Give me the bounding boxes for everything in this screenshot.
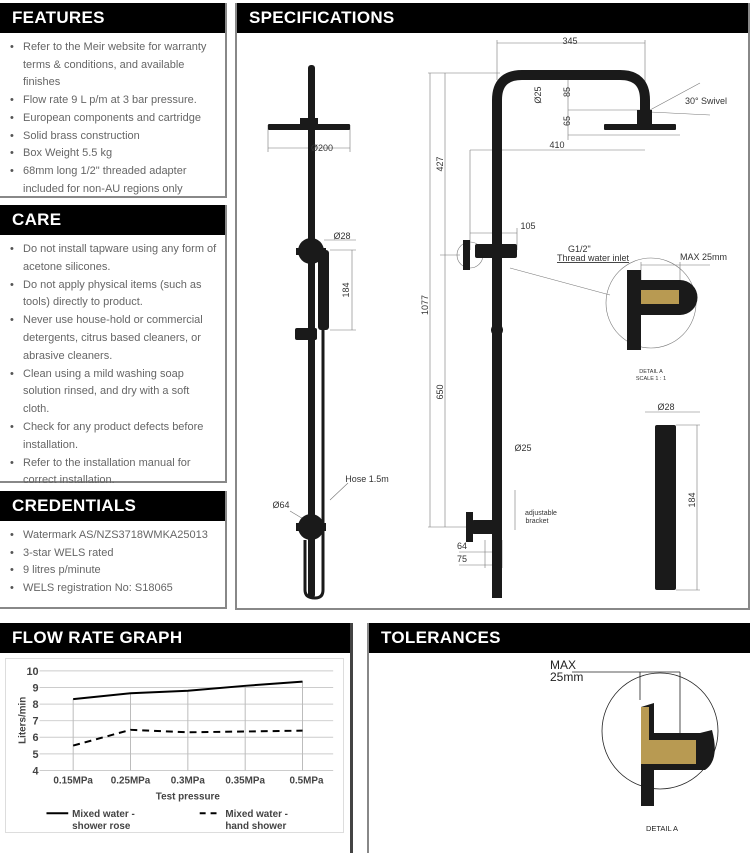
tolerances-panel: TOLERANCES: [367, 623, 750, 853]
handshower-diameter: Ø28: [657, 402, 674, 412]
x-tick-label: 0.3MPa: [171, 776, 206, 787]
credentials-list: Watermark AS/NZS3718WMKA250133-star WELS…: [0, 521, 225, 598]
specifications-panel: SPECIFICATIONS: [235, 3, 750, 610]
y-tick-label: 9: [33, 682, 39, 694]
features-item: 68mm long 1/2" threaded adapter included…: [10, 163, 217, 198]
care-item: Do not apply physical items (such as too…: [10, 277, 217, 313]
features-item: Flow rate 9 L p/m at 3 bar pressure.: [10, 92, 217, 110]
dim-410: 410: [549, 140, 564, 150]
y-tick-label: 8: [33, 699, 39, 711]
features-item: Box Weight 5.5 kg: [10, 145, 217, 163]
legend-label: Mixed water -: [225, 809, 288, 820]
y-tick-label: 5: [33, 749, 39, 761]
detail-a-label: DETAIL A: [639, 369, 663, 375]
dim-64-diameter: Ø64: [272, 500, 289, 510]
x-tick-label: 0.5MPa: [289, 776, 324, 787]
series-line-hand-shower: [72, 728, 303, 747]
flow-rate-chart: 4 5 6 7 8 9 10 0.15MPa 0.25MPa 0.3MPa 0.35MPa 0.5MP…: [5, 658, 344, 833]
flow-rate-panel: FLOW RATE GRAPH: [0, 623, 353, 853]
tolerance-detail-label: DETAIL A: [646, 824, 678, 833]
x-tick-label: 0.15MPa: [53, 776, 93, 787]
credentials-item: 9 litres p/minute: [10, 562, 217, 580]
tolerances-heading: TOLERANCES: [369, 623, 750, 653]
hose-label: Hose 1.5m: [345, 474, 389, 484]
care-list: Do not install tapware using any form of…: [0, 235, 225, 490]
bracket-label-2: bracket: [526, 518, 549, 525]
dim-handshower-length: 184: [341, 282, 351, 297]
y-tick-label: 7: [33, 716, 39, 728]
dim-pipe-diameter: Ø25: [533, 86, 543, 103]
y-tick-label: 10: [26, 666, 38, 678]
x-tick-label: 0.35MPa: [225, 776, 265, 787]
dim-85: 85: [562, 87, 572, 97]
dim-650: 650: [435, 384, 445, 399]
scale-label: SCALE 1 : 1: [636, 376, 666, 382]
care-panel: CARE Do not install tapware using any fo…: [0, 205, 227, 486]
credentials-item: 3-star WELS rated: [10, 545, 217, 563]
care-item: Do not install tapware using any form of…: [10, 241, 217, 277]
care-heading: CARE: [0, 205, 225, 235]
x-axis-label: Test pressure: [156, 791, 221, 802]
tolerance-25mm-label: 25mm: [550, 670, 583, 684]
y-tick-label: 4: [33, 765, 39, 777]
care-item: Clean using a mild washing soap solution…: [10, 366, 217, 419]
features-item: Refer to the Meir website for warranty t…: [10, 39, 217, 92]
features-item: Solid brass construction: [10, 128, 217, 146]
care-item: Refer to the installation manual for cor…: [10, 455, 217, 491]
legend-label: shower rose: [72, 821, 131, 832]
y-axis-label: Liters/min: [18, 697, 29, 744]
credentials-item: Watermark AS/NZS3718WMKA25013: [10, 527, 217, 545]
features-heading: FEATURES: [0, 3, 225, 33]
credentials-heading: CREDENTIALS: [0, 491, 225, 521]
features-list: Refer to the Meir website for warranty t…: [0, 33, 225, 198]
handshower-length: 184: [687, 492, 697, 507]
dim-65: 65: [562, 116, 572, 126]
tolerances-drawing: MAX 25mm DETAIL A: [550, 658, 719, 833]
credentials-panel: CREDENTIALS Watermark AS/NZS3718WMKA2501…: [0, 491, 227, 609]
credentials-item: WELS registration No: S18065: [10, 580, 217, 598]
features-panel: FEATURES Refer to the Meir website for w…: [0, 3, 227, 198]
dim-diverter-diameter: Ø28: [333, 231, 350, 241]
legend-label: hand shower: [225, 821, 286, 832]
thread-label-2: Thread water inlet: [557, 253, 630, 263]
x-tick-label: 0.25MPa: [111, 776, 151, 787]
dim-head-diameter: Ø200: [311, 143, 333, 153]
dim-75: 75: [457, 554, 467, 564]
features-item: European components and cartridge: [10, 110, 217, 128]
legend-label: Mixed water -: [72, 809, 135, 820]
specifications-heading: SPECIFICATIONS: [237, 3, 748, 33]
thread-label-1: G1/2": [568, 244, 591, 254]
bracket-label-1: adjustable: [525, 510, 557, 517]
dim-pole-diameter: Ø25: [514, 443, 531, 453]
dim-64: 64: [457, 541, 467, 551]
swivel-label: 30° Swivel: [685, 96, 727, 106]
y-tick-label: 6: [33, 732, 39, 744]
care-item: Never use house-hold or commercial deter…: [10, 312, 217, 365]
flow-rate-heading: FLOW RATE GRAPH: [0, 623, 350, 653]
dim-105: 105: [520, 221, 535, 231]
dim-427: 427: [435, 156, 445, 171]
care-item: Check for any product defects before ins…: [10, 419, 217, 455]
dim-345: 345: [562, 36, 577, 46]
max-25mm-label: MAX 25mm: [680, 252, 727, 262]
tolerance-max-label: MAX: [550, 658, 576, 672]
dim-1077: 1077: [420, 295, 430, 315]
specifications-drawing: 345 Ø25 85 65 30° Swivel 410 427 1077 65…: [267, 36, 727, 600]
